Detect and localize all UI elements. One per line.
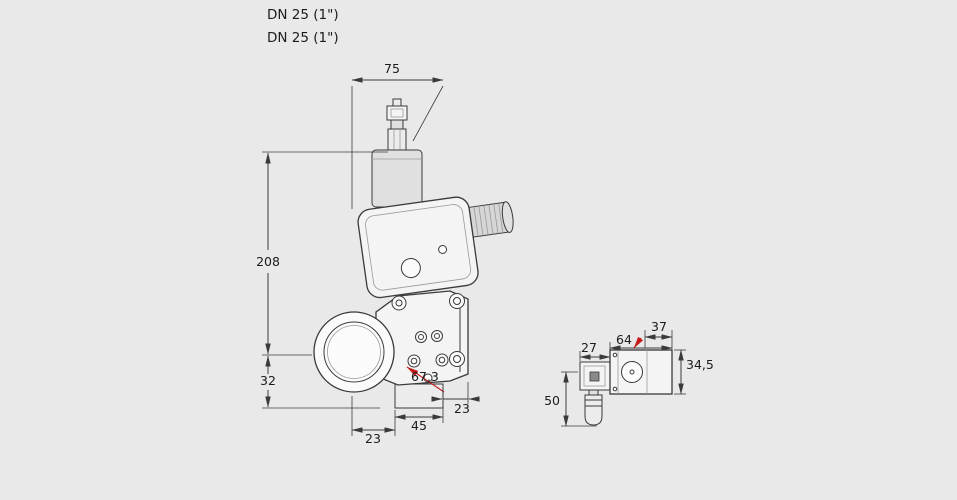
- side-body: [609, 349, 673, 395]
- din-plug: [579, 361, 613, 391]
- plug-neck: [390, 119, 404, 130]
- dim-side-body-height: 34,5: [674, 349, 714, 395]
- side-view: 37 64 27 34,5 50: [544, 319, 714, 427]
- solenoid-housing: [357, 196, 479, 299]
- side-screw: [612, 386, 618, 392]
- coil-cap: [501, 201, 514, 233]
- dim-side-plug-height: 50: [544, 371, 597, 427]
- cable-gland: [584, 389, 603, 426]
- dim-label-offset-left: 23: [365, 431, 381, 446]
- dim-label-side-plug-height: 50: [544, 393, 560, 408]
- dim-label-flange-depth: 67,3: [411, 369, 439, 384]
- dim-flange-depth: 67,3: [406, 366, 445, 393]
- dim-label-side-top-width: 37: [651, 319, 667, 334]
- dim-label-offset-right: 23: [454, 401, 470, 416]
- valve-body: [313, 290, 469, 409]
- dim-side-body-width: 64: [609, 332, 673, 361]
- solenoid-body: [357, 196, 514, 299]
- dim-offset-left: 23: [351, 396, 396, 446]
- body-base: [394, 383, 444, 409]
- dim-label-top-width: 75: [384, 61, 400, 76]
- dim-base-width: 45: [394, 410, 444, 436]
- valve-actuator: [371, 149, 423, 208]
- dim-total-height: 208: [256, 151, 388, 356]
- dim-bottom-height: 32: [260, 355, 380, 409]
- dim-label-side-body-width: 64: [616, 332, 632, 347]
- port-label-top: DN 25 (1"): [267, 7, 339, 23]
- dim-top-width: 75: [351, 61, 444, 209]
- flange-inner-circle: [323, 321, 385, 383]
- plug-window: [589, 371, 600, 382]
- dim-label-side-plug-width: 27: [581, 340, 597, 355]
- main-view: 75 208 32 67,3 23: [256, 61, 514, 446]
- dim-side-plug-width: 27: [579, 340, 611, 361]
- plug-screw: [392, 98, 402, 107]
- valve-stem: [387, 128, 407, 151]
- thread-circle: [327, 325, 381, 379]
- dim-label-side-body-height: 34,5: [686, 357, 714, 372]
- side-screw: [612, 352, 618, 358]
- dim-label-total-height: 208: [256, 254, 280, 269]
- solenoid-screw: [438, 244, 448, 254]
- dim-side-top-width: 37: [644, 319, 673, 349]
- port-label-bottom: DN 25 (1"): [267, 30, 339, 46]
- dim-label-bottom-height: 32: [260, 373, 276, 388]
- plug-body: [386, 105, 408, 121]
- dim-label-base-width: 45: [411, 418, 427, 433]
- gland-body: [584, 394, 603, 426]
- valve-plug-connector: [386, 98, 408, 151]
- solenoid-boss: [400, 258, 421, 279]
- port-labels: DN 25 (1") DN 25 (1"): [267, 7, 339, 46]
